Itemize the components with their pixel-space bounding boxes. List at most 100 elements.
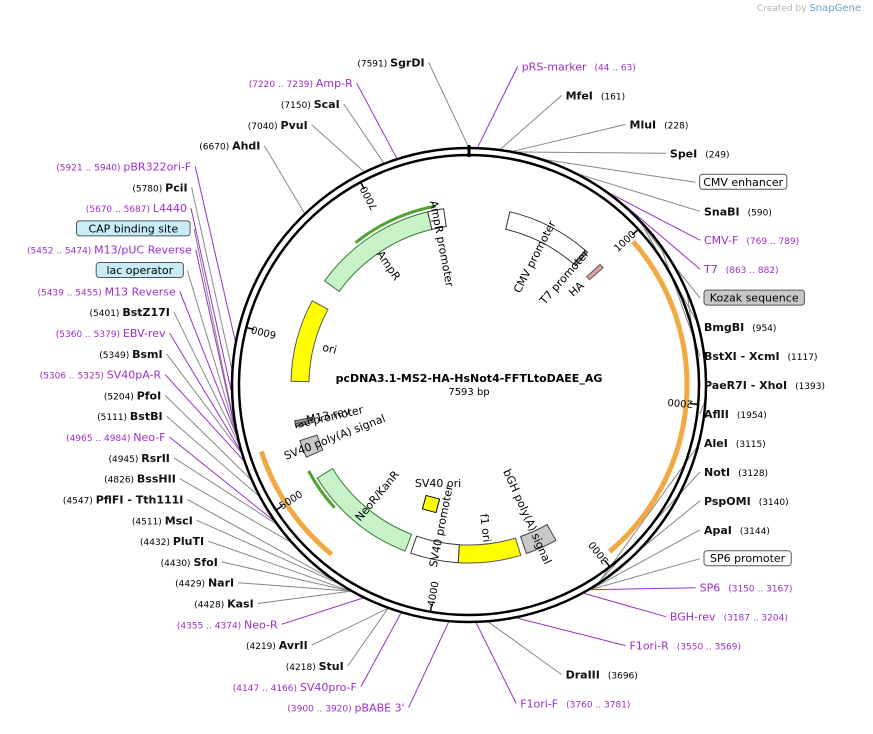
leader-stui: [347, 608, 389, 667]
label-name-pbr322ori-f: (5921 .. 5940) pBR322ori-F: [56, 161, 191, 174]
label-position-paer7i-xhoi: (1393): [795, 382, 825, 392]
label-spei: SpeI(249): [670, 147, 730, 160]
feature-ampr-promoter-label: AmpR promoter: [427, 200, 456, 289]
leader-mlui: [513, 123, 626, 152]
label-avrii: (4219) AvrII: [246, 639, 308, 652]
feature-arcs: [259, 204, 690, 557]
feature-sv40-poly-a-signal: [299, 434, 324, 458]
label-nm-scai: ScaI: [314, 98, 340, 111]
label-box-lac-operator: [95, 262, 184, 278]
leader-cmv-f: [610, 193, 701, 241]
label-name-f1ori-f: F1ori-F(3760 .. 3781): [520, 698, 630, 711]
leader-spei: [517, 151, 666, 154]
label-nm-snabi: SnaBI: [704, 205, 740, 218]
leader-neo-f: [169, 436, 274, 521]
leader-sp6: [590, 587, 696, 591]
feature-sv40-ori: [421, 494, 441, 514]
center-title: pcDNA3.1-MS2-HA-HsNot4-FFTLtoDAEE_AG 759…: [336, 372, 603, 398]
label-nm-pflfi-tth111i: PflFI - Tth111I: [96, 494, 184, 507]
label-name-l4440: (5670 .. 5687) L4440: [86, 202, 187, 215]
label-name-spei: SpeI(249): [670, 147, 730, 160]
label-name-rsrii: (4945) RsrII: [108, 452, 169, 465]
label-name-bstbi: (5111) BstBI: [97, 410, 162, 423]
label-box-cap-binding-site: [76, 220, 191, 237]
label-position-f1ori-r: (3550 .. 3569): [677, 643, 741, 653]
label-pos-sv40pa-r: (5306 .. 5325): [40, 372, 107, 382]
tick-label-7000: 7000: [359, 184, 381, 212]
tick-3000: [604, 560, 611, 568]
label-pos-bstbi: (5111): [97, 413, 130, 423]
label-pos-nari: (4429): [175, 580, 208, 590]
feature-neor-kanr: [316, 467, 413, 552]
label-nm-amp-r: Amp-R: [316, 77, 353, 90]
credit-brand: SnapGene: [809, 3, 861, 14]
label-f1ori-f: F1ori-F(3760 .. 3781): [520, 698, 630, 711]
label-lac-operator: lac operator: [95, 262, 184, 278]
label-rsrii: (4945) RsrII: [108, 452, 169, 465]
label-nm-t7: T7: [703, 263, 718, 276]
label-nari: (4429) NarI: [175, 577, 234, 590]
tick-label-3000: 3000: [587, 539, 611, 566]
label-position-snabi: (590): [748, 208, 772, 218]
leader-nari: [238, 582, 351, 592]
feature-t7-promoter: [573, 249, 589, 267]
label-pos-kasi: (4428): [194, 601, 227, 611]
label-bstxi-xcmi: BstXI - XcmI(1117): [704, 350, 817, 363]
label-name-pvui: (7040) PvuI: [248, 119, 308, 132]
label-position-noti: (3128): [738, 469, 768, 479]
label-nm-pcii: PciI: [165, 181, 187, 194]
label-cmv-f: CMV-F(769 .. 789): [704, 234, 799, 247]
label-snabi: SnaBI (590): [704, 205, 772, 218]
label-name-mlui: MluI(228): [630, 118, 689, 131]
label-name-m13-reverse: (5439 .. 5455) M13 Reverse: [37, 285, 176, 298]
label-name-m13-puc-reverse: (5452 .. 5474) M13/pUC Reverse: [27, 244, 192, 257]
label-pos-ebv-rev: (5360 .. 5379): [56, 330, 123, 340]
label-pos-avrii: (4219): [246, 642, 279, 652]
label-name-neo-r: (4355 .. 4374) Neo-R: [177, 618, 278, 631]
label-nm-ebv-rev: EBV-rev: [123, 327, 166, 340]
label-nm-neo-f: Neo-F: [133, 431, 165, 444]
leader-mfei: [500, 95, 562, 150]
label-nm-ahdi: AhdI: [232, 140, 260, 153]
leader-m13-reverse: [179, 291, 237, 436]
label-name-sp6: SP6(3150 .. 3167): [700, 582, 793, 595]
label-aflii: AflII(1954): [704, 408, 767, 421]
label-nm-sfoi: SfoI: [193, 556, 217, 569]
label-nm-paer7i-xhoi: PaeR7I - XhoI: [704, 379, 787, 392]
label-position-cmv-f: (769 .. 789): [746, 237, 799, 247]
label-pos-scai: (7150): [281, 101, 314, 111]
label-ahdi: (6670) AhdI: [199, 140, 260, 153]
label-name-sfoi: (4430) SfoI: [161, 556, 218, 569]
label-nm-neo-r: Neo-R: [244, 618, 278, 631]
label-pos-ahdi: (6670): [199, 143, 232, 153]
feature-ha-label: HA: [566, 279, 587, 300]
label-pos-pluti: (4432): [140, 538, 173, 548]
leader-prs-marker: [477, 66, 519, 148]
label-amp-r: (7220 .. 7239) Amp-R: [249, 77, 353, 90]
label-name-bgh-rev: BGH-rev(3187 .. 3204): [670, 611, 788, 624]
label-name-amp-r: (7220 .. 7239) Amp-R: [249, 77, 353, 90]
label-pflfi-tth111i: (4547) PflFI - Tth111I: [63, 494, 184, 507]
plasmid-backbone: [230, 145, 708, 624]
label-position-apai: (3144): [740, 527, 770, 537]
label-pos-neo-f: (4965 .. 4984): [66, 434, 133, 444]
label-name-neo-f: (4965 .. 4984) Neo-F: [66, 431, 165, 444]
label-mfei: MfeI(161): [566, 89, 626, 102]
label-name-msci: (4511) MscI: [132, 514, 193, 527]
label-position-aflii: (1954): [737, 411, 767, 421]
leader-pvui: [311, 124, 365, 172]
label-pos-pcii: (5780): [132, 184, 165, 194]
label-name-t7: T7(863 .. 882): [703, 263, 779, 276]
label-mlui: MluI(228): [630, 118, 689, 131]
label-pos-pbr322ori-f: (5921 .. 5940): [56, 164, 123, 174]
tick-4000: [429, 603, 433, 612]
label-text-lac-operator: lac operator: [106, 264, 173, 277]
leader-pluti: [207, 540, 350, 592]
label-position-pspomi: (3140): [759, 498, 789, 508]
feature-ori-label: ori: [321, 341, 338, 357]
arc-green_arrow-3: [307, 470, 336, 509]
label-pos-pflfi-tth111i: (4547): [63, 497, 96, 507]
label-name-apai: ApaI(3144): [704, 524, 770, 537]
site-labels: pRS-marker(44 .. 63)MfeI(161)MluI(228)Sp…: [27, 56, 825, 714]
label-msci: (4511) MscI: [132, 514, 193, 527]
